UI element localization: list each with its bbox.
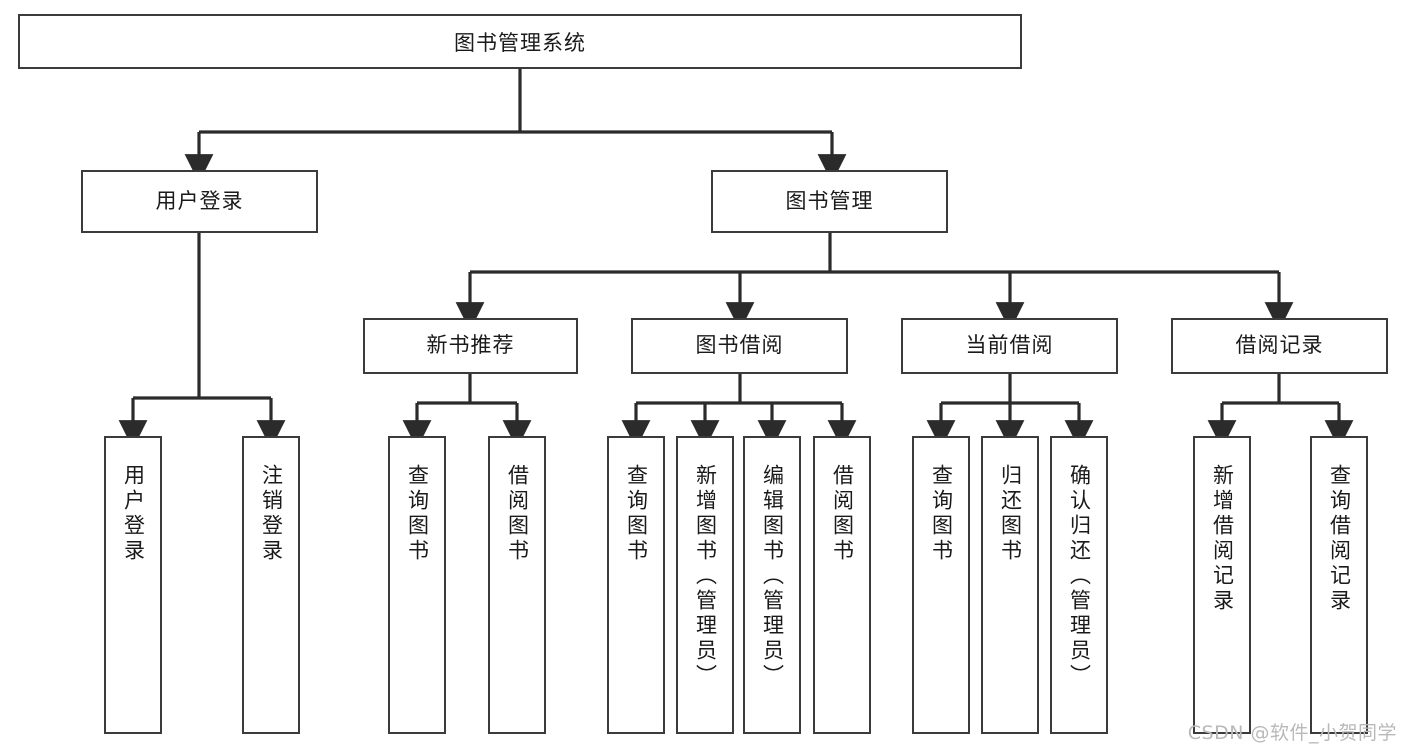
node-label: 借阅图书	[505, 464, 530, 564]
node-book-borrow[interactable]: 图书借阅	[631, 318, 848, 374]
node-label: 图书管理	[785, 188, 874, 213]
leaf-borrow-record-add[interactable]: 新增借阅记录	[1193, 436, 1251, 734]
leaf-borrow-record-query[interactable]: 查询借阅记录	[1310, 436, 1368, 734]
node-user-login[interactable]: 用户登录	[81, 170, 318, 233]
node-book-management[interactable]: 图书管理	[711, 170, 948, 233]
node-new-book-recommend[interactable]: 新书推荐	[363, 318, 578, 374]
node-label: 图书借阅	[695, 333, 784, 358]
leaf-current-borrow-confirm-return[interactable]: 确认归还（管理员）	[1050, 436, 1108, 734]
node-label: 借阅图书	[830, 464, 855, 564]
node-label: 编辑图书（管理员）	[760, 464, 785, 689]
node-label: 查询借阅记录	[1327, 464, 1352, 614]
leaf-current-borrow-return[interactable]: 归还图书	[981, 436, 1039, 734]
leaf-new-book-borrow[interactable]: 借阅图书	[488, 436, 546, 734]
node-label: 新书推荐	[426, 333, 515, 358]
leaf-new-book-query[interactable]: 查询图书	[388, 436, 446, 734]
leaf-book-borrow-edit[interactable]: 编辑图书（管理员）	[743, 436, 801, 734]
node-current-borrow[interactable]: 当前借阅	[901, 318, 1118, 374]
leaf-user-login-login[interactable]: 用户登录	[104, 436, 162, 734]
node-label: 图书管理系统	[454, 30, 586, 55]
leaf-book-borrow-add[interactable]: 新增图书（管理员）	[676, 436, 734, 734]
node-label: 查询图书	[405, 464, 430, 564]
node-label: 新增借阅记录	[1210, 464, 1235, 614]
leaf-user-login-logout[interactable]: 注销登录	[242, 436, 300, 734]
node-label: 归还图书	[998, 464, 1023, 564]
node-label: 借阅记录	[1235, 333, 1324, 358]
node-label: 确认归还（管理员）	[1067, 464, 1092, 689]
leaf-current-borrow-query[interactable]: 查询图书	[912, 436, 970, 734]
node-label: 查询图书	[929, 464, 954, 564]
node-root-book-management-system[interactable]: 图书管理系统	[18, 14, 1022, 69]
node-label: 用户登录	[121, 464, 146, 564]
node-label: 注销登录	[259, 464, 284, 564]
leaf-book-borrow-query[interactable]: 查询图书	[607, 436, 665, 734]
leaf-book-borrow-borrow[interactable]: 借阅图书	[813, 436, 871, 734]
csdn-watermark: CSDN @软件_小贺同学	[1187, 722, 1397, 744]
node-label: 用户登录	[155, 188, 244, 213]
node-label: 新增图书（管理员）	[693, 464, 718, 689]
node-label: 当前借阅	[965, 333, 1054, 358]
node-borrow-records[interactable]: 借阅记录	[1171, 318, 1388, 374]
node-label: 查询图书	[624, 464, 649, 564]
